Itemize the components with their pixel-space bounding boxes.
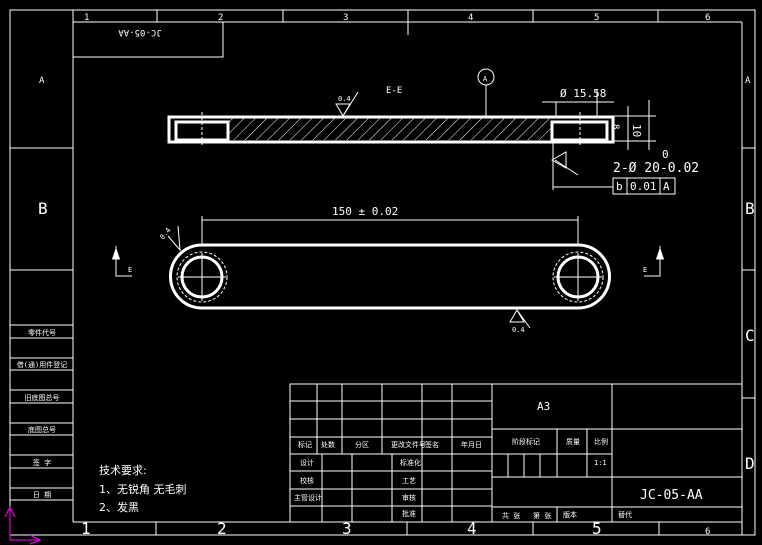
tb-header-cell: 分区	[355, 440, 369, 449]
right-zone-b: B	[745, 199, 755, 218]
top-zone-5: 5	[594, 13, 599, 23]
top-zone-6: 6	[705, 13, 710, 23]
bottom-zone-1: 1	[81, 519, 91, 538]
plan-view: 150 ± 0.02 0.4 0.4 E E	[111, 205, 665, 334]
tb-sheet-num: 第 张	[533, 511, 551, 520]
roughness-value: 0.4	[338, 95, 351, 103]
tb-mid-label: 标准化	[400, 458, 421, 467]
ucs-icon	[4, 505, 42, 545]
tb-header-cell: 签名	[425, 440, 439, 449]
tb-replaces: 替代	[618, 510, 632, 519]
top-zone-4: 4	[468, 13, 473, 23]
tb-header-cell: 标记	[298, 440, 312, 449]
right-zone-c: C	[745, 326, 755, 345]
tb-header-cell: 处数	[321, 440, 335, 449]
left-zone-b: B	[38, 199, 48, 218]
tb-stage-label: 阶段标记	[512, 437, 540, 446]
bottom-zone-6: 6	[705, 527, 710, 537]
tb-scale-value: 1:1	[594, 459, 607, 467]
bottom-zone-2: 2	[217, 519, 227, 538]
left-col-label: 日 期	[33, 491, 51, 499]
tech-req-item: 2、发黑	[99, 500, 139, 514]
left-column-table: 零件代号 借(通)用件登记 旧底图总号 底图总号 签 字 日 期	[10, 324, 73, 501]
code-box	[72, 21, 224, 58]
bottom-zone-5: 5	[592, 519, 602, 538]
left-zone-a: A	[39, 76, 45, 86]
roughness-bottom: 0.4	[512, 326, 525, 334]
tb-row-label: 校核	[300, 476, 314, 485]
tb-header-cell: 更改文件号	[391, 440, 426, 449]
hole-spec: 2-Ø 20-0.02	[613, 161, 699, 176]
tb-mid-label: 批准	[402, 509, 416, 518]
tb-version: 版本	[563, 510, 577, 519]
hole-tol-upper: 0	[662, 148, 669, 161]
tb-row-label: 设计	[300, 458, 314, 467]
top-zone-1: 1	[84, 13, 89, 23]
roughness-symbol-bore	[550, 151, 579, 176]
section-label: E-E	[386, 86, 402, 96]
tech-req-title: 技术要求:	[99, 464, 147, 477]
tb-sheet-total: 共 张	[502, 511, 520, 520]
section-mark-left: E	[128, 266, 132, 274]
section-mark-right: E	[643, 266, 647, 274]
left-col-label: 底图总号	[28, 425, 56, 434]
depth-small-dim: 8	[610, 124, 620, 129]
tech-req-item: 1、无锐角 无毛刺	[99, 482, 187, 496]
left-col-label: 旧底图总号	[25, 393, 60, 402]
tb-row-label: 主管设计	[294, 493, 322, 502]
tb-scale-label: 比例	[594, 437, 608, 446]
depth-dim: 10	[630, 124, 643, 137]
tolerance-datum: A	[663, 180, 670, 193]
zone-labels: 1 2 3 4 5 6 1 2 3 4 5 6 A B A B C D	[38, 13, 755, 538]
tb-header-cell: 年月日	[461, 440, 482, 449]
left-col-label: 零件代号	[28, 328, 56, 337]
datum-a-label: A	[483, 75, 488, 83]
tb-drawing-number: JC-05-AA	[640, 488, 703, 503]
center-distance-dim: 150 ± 0.02	[332, 205, 398, 218]
right-zone-d: D	[745, 454, 755, 473]
code-box-text: JC-05-AA	[118, 27, 162, 37]
top-zone-2: 2	[218, 13, 223, 23]
left-col-label: 借(通)用件登记	[17, 360, 67, 369]
tolerance-symbol: b	[616, 180, 623, 193]
tb-format: A3	[537, 400, 550, 413]
tolerance-frame: b 0.01 A	[612, 177, 676, 195]
title-block: 标记 处数 分区 更改文件号 签名 年月日 设计 校核 主管设计 标准化 工艺 …	[289, 383, 743, 523]
tb-mid-label: 工艺	[402, 477, 416, 485]
section-view: E-E A 0.4 Ø 15.58 10 8 0 2-Ø 20-0.02 b 0…	[167, 68, 699, 195]
bottom-zone-4: 4	[467, 519, 477, 538]
tb-mid-label: 审核	[402, 493, 416, 502]
tb-weight-label: 质量	[566, 437, 580, 446]
tolerance-value: 0.01	[630, 180, 657, 193]
left-col-label: 签 字	[33, 458, 51, 467]
right-zone-a: A	[745, 76, 751, 86]
top-zone-3: 3	[343, 13, 348, 23]
counterbore-diameter: Ø 15.58	[560, 87, 606, 100]
roughness-symbol	[335, 91, 359, 117]
bottom-zone-3: 3	[342, 519, 352, 538]
